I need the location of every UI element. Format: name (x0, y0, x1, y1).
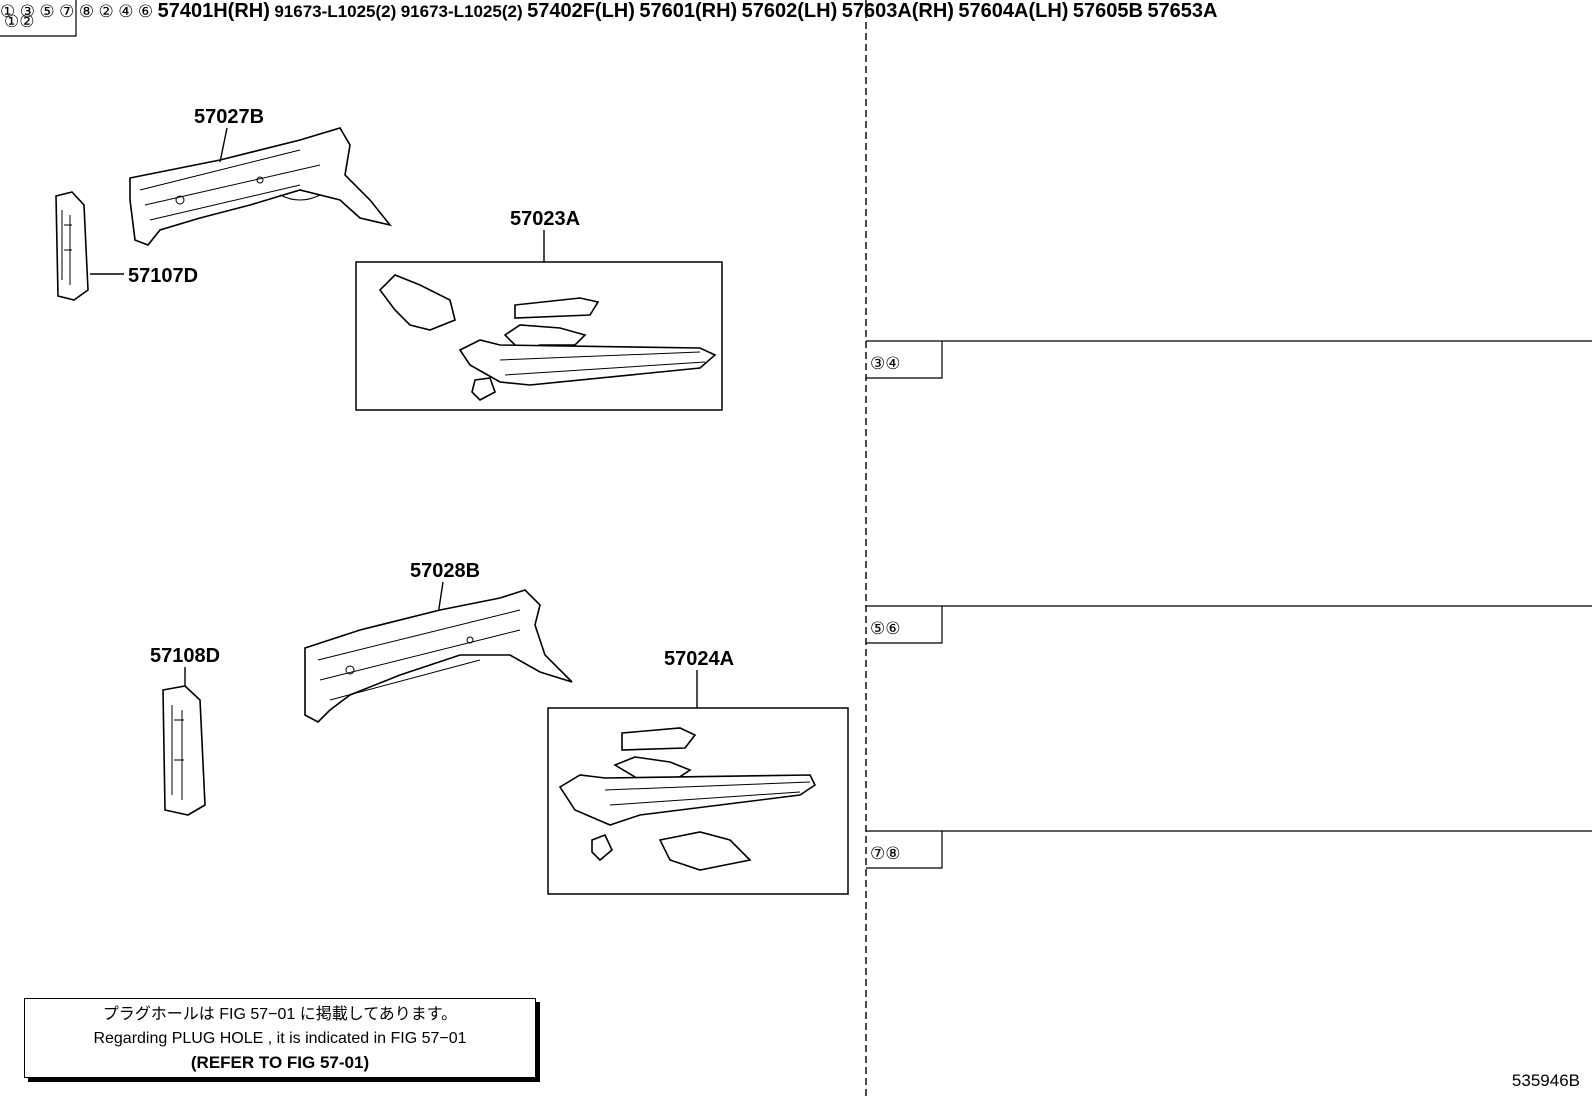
part-label-57401H: 57401H(RH) (157, 0, 270, 22)
section-tab-12: ①② (0, 0, 77, 37)
part-box-57024A (547, 707, 849, 895)
note-line-jp: プラグホールは FIG 57−01 に掲載してあります。 (102, 1006, 458, 1023)
part-57023A-drawing (378, 274, 717, 401)
section-tab-78: ⑦⑧ (866, 831, 943, 869)
part-57027B-drawing (129, 127, 393, 246)
part-label-bolt-rh: 91673-L1025(2) (274, 2, 397, 21)
part-57024A-drawing (558, 727, 817, 871)
part-57028B-drawing (304, 589, 573, 723)
part-label-57402F: 57402F(LH) (527, 0, 635, 22)
part-label-57028B: 57028B (410, 560, 480, 582)
plug-hole-note-box: プラグホールは FIG 57−01 に掲載してあります。 Regarding P… (24, 998, 536, 1078)
part-label-bolt-lh: 91673-L1025(2) (400, 2, 523, 21)
part-label-57108D: 57108D (150, 645, 220, 667)
part-label-57604A: 57604A(LH) (958, 0, 1069, 22)
part-label-57601: 57601(RH) (639, 0, 738, 22)
figure-id: 535946B (1511, 1071, 1580, 1090)
part-label-57602: 57602(LH) (741, 0, 838, 22)
part-label-57023A: 57023A (510, 208, 580, 230)
part-box-57023A (355, 261, 723, 411)
section-label-56: ⑤⑥ (870, 619, 900, 639)
part-label-57603A: 57603A(RH) (841, 0, 954, 22)
section-tab-34: ③④ (866, 341, 943, 379)
section-label-78: ⑦⑧ (870, 844, 900, 864)
part-label-57027B: 57027B (194, 106, 264, 128)
part-label-57107D: 57107D (128, 265, 198, 287)
part-57107D-drawing (55, 191, 89, 301)
part-57108D-drawing (162, 685, 206, 816)
note-line-en: Regarding PLUG HOLE , it is indicated in… (93, 1030, 467, 1047)
section-tab-56: ⑤⑥ (866, 606, 943, 644)
part-label-57605B: 57605B (1072, 0, 1143, 22)
section-label-12: ①② (4, 12, 34, 32)
section-label-34: ③④ (870, 354, 900, 374)
part-label-57024A: 57024A (664, 648, 734, 670)
part-label-57653A: 57653A (1147, 0, 1218, 22)
overview-callouts: ① ③ ⑤ ⑦ ⑧ ② ④ ⑥ (0, 2, 154, 22)
note-line-ref: (REFER TO FIG 57-01) (190, 1053, 370, 1072)
